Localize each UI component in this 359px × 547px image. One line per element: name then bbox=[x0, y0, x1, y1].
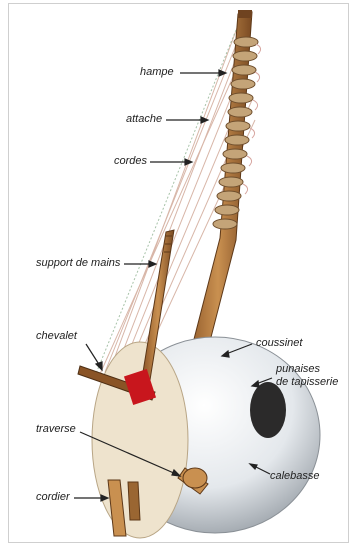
label-cordes: cordes bbox=[114, 155, 147, 168]
neck-top bbox=[238, 10, 252, 18]
label-punaises-line2: de tapisserie bbox=[276, 376, 338, 389]
label-traverse: traverse bbox=[36, 423, 76, 436]
label-attache: attache bbox=[126, 113, 162, 126]
crossbar-end bbox=[183, 468, 207, 488]
label-chevalet: chevalet bbox=[36, 330, 77, 343]
label-punaises-line1: punaises bbox=[276, 363, 320, 376]
label-hampe: hampe bbox=[140, 66, 174, 79]
label-support-de-mains: support de mains bbox=[36, 257, 120, 270]
label-cordier: cordier bbox=[36, 491, 70, 504]
label-coussinet: coussinet bbox=[256, 337, 302, 350]
sound-hole bbox=[250, 382, 286, 438]
tailpiece-2 bbox=[128, 482, 140, 520]
label-calebasse: calebasse bbox=[270, 470, 320, 483]
